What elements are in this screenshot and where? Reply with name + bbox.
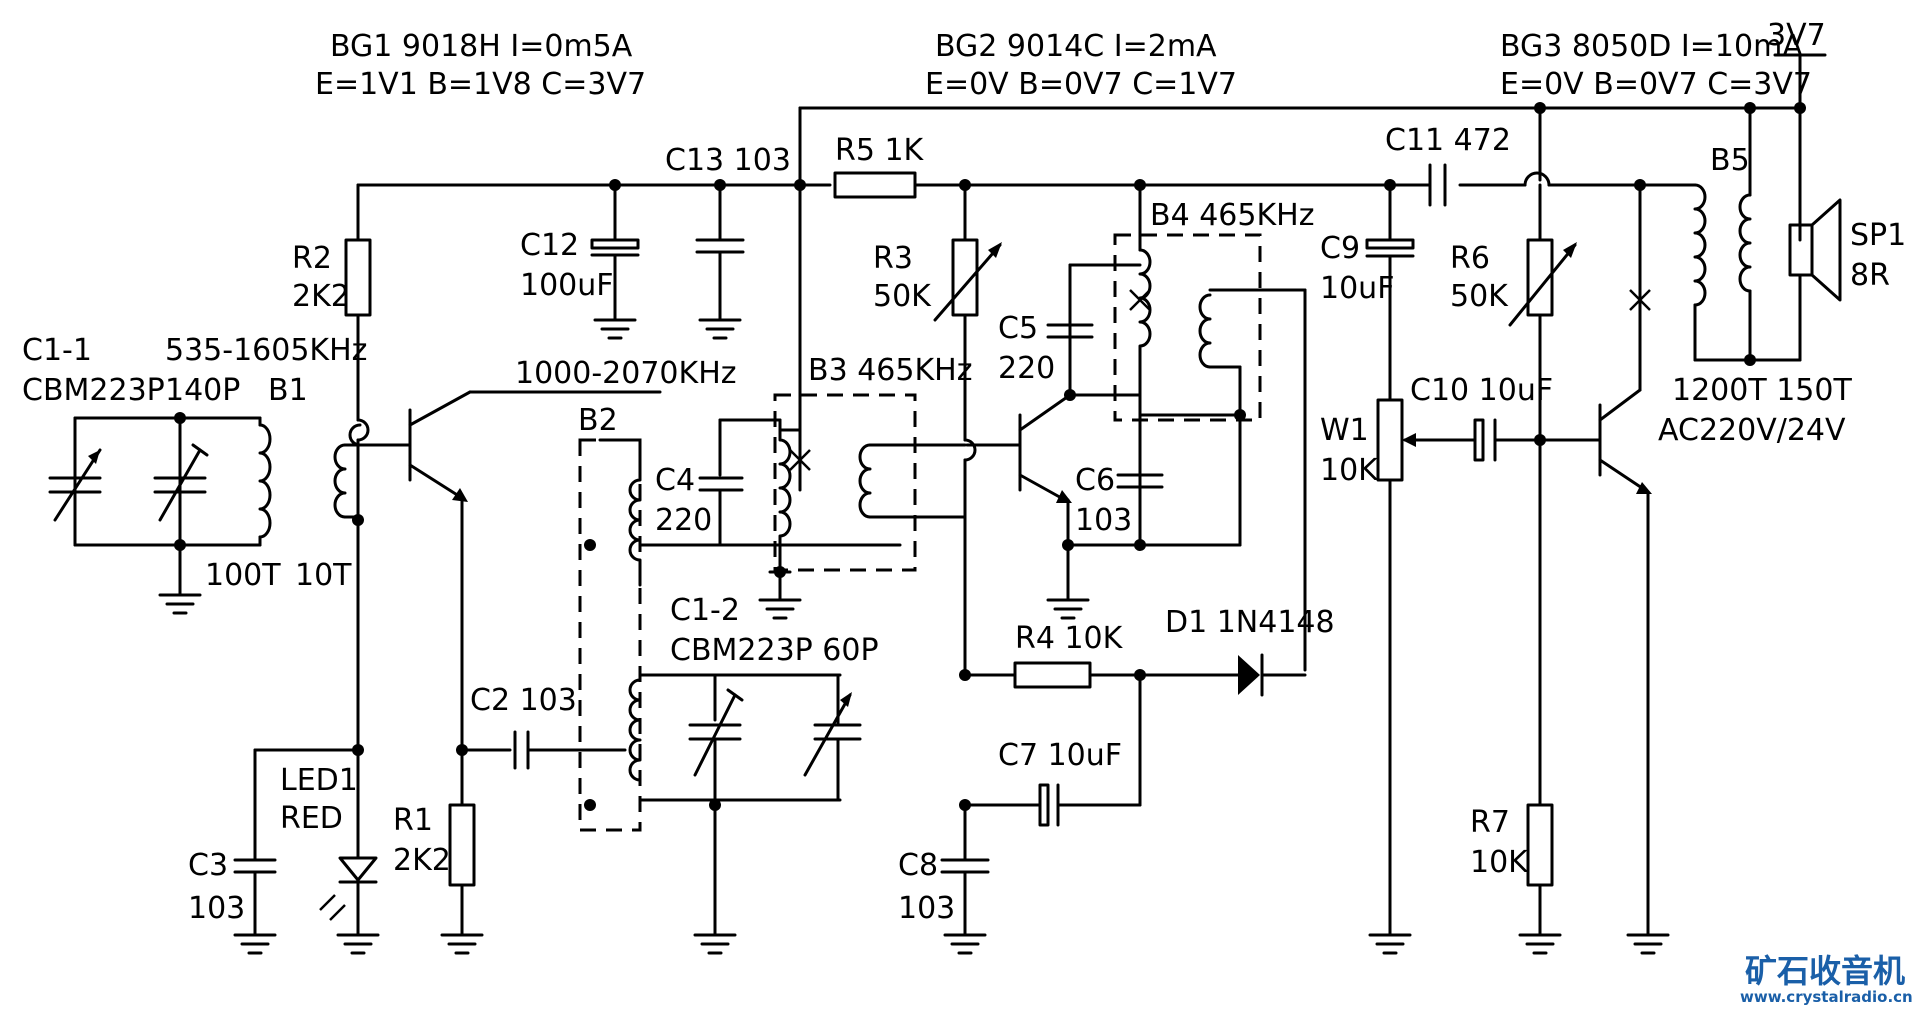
bg3-stage xyxy=(1508,102,1670,955)
c8-label: C8 xyxy=(898,848,938,883)
b1-secondary-turns: 10T xyxy=(295,558,352,593)
b3-if-transformer xyxy=(698,106,967,620)
r6-value: 50K xyxy=(1450,279,1509,314)
b3-label: B3 465KHz xyxy=(808,353,972,388)
audio-input xyxy=(1365,163,1602,955)
bg1-voltages: E=1V1 B=1V8 C=3V7 xyxy=(315,67,646,102)
r3-value: 50K xyxy=(873,279,932,314)
r4-label: R4 10K xyxy=(1015,621,1124,656)
c4-value: 220 xyxy=(655,503,712,538)
c5-label: C5 xyxy=(998,311,1038,346)
antenna-tank xyxy=(48,412,362,615)
b2-label: B2 xyxy=(578,403,618,438)
c9-value: 10uF xyxy=(1320,271,1394,306)
c10-label: C10 10uF xyxy=(1410,373,1553,408)
c1-1-type: CBM223P xyxy=(22,373,165,408)
b4-label: B4 465KHz xyxy=(1150,198,1314,233)
supply-label: 3V7 xyxy=(1767,18,1826,53)
r1-value: 2K2 xyxy=(393,843,451,878)
c5-value: 220 xyxy=(998,351,1055,386)
c6-label: C6 xyxy=(1075,463,1115,498)
supply-rail xyxy=(798,53,1827,242)
c9-label: C9 xyxy=(1320,231,1360,266)
r1-label: R1 xyxy=(393,803,433,838)
c12-value: 100uF xyxy=(520,268,614,303)
c3-label: C3 xyxy=(188,848,228,883)
b5-rating: AC220V/24V xyxy=(1658,413,1846,448)
c4-label: C4 xyxy=(655,463,695,498)
c6-value: 103 xyxy=(1075,503,1132,538)
b4-if-transformer xyxy=(1113,179,1307,672)
r2-label: R2 xyxy=(292,241,332,276)
c8-value: 103 xyxy=(898,891,955,926)
sp1-label: SP1 xyxy=(1850,218,1906,253)
led1-color: RED xyxy=(280,801,343,836)
b1-label: B1 xyxy=(268,373,308,408)
b5-turns: 1200T 150T xyxy=(1672,373,1852,408)
bg2-voltages: E=0V B=0V7 C=1V7 xyxy=(925,67,1237,102)
bg2-stage xyxy=(933,179,1242,811)
osc-band-label: 1000-2070KHz xyxy=(515,356,737,391)
c3-value: 103 xyxy=(188,891,245,926)
w1-value: 10K xyxy=(1320,453,1379,488)
r7-label: R7 xyxy=(1470,805,1510,840)
bg1-stage xyxy=(233,183,662,955)
c11-label: C11 472 xyxy=(1385,123,1511,158)
b1-primary-turns: 100T xyxy=(205,558,281,593)
c1-1-trim-value: 140P xyxy=(165,373,240,408)
detector-section xyxy=(940,653,1307,955)
output-transformer xyxy=(1638,102,1842,366)
c12-label: C12 xyxy=(520,228,579,263)
c2-label: C2 103 xyxy=(470,683,577,718)
b5-label: B5 xyxy=(1710,143,1750,178)
w1-label: W1 xyxy=(1320,413,1369,448)
r3-label: R3 xyxy=(873,241,913,276)
c7-label: C7 10uF xyxy=(998,738,1122,773)
osc-section xyxy=(578,438,902,955)
bg3-label: BG3 8050D I=10mA xyxy=(1500,29,1803,64)
r2-value: 2K2 xyxy=(292,279,350,314)
c13-label: C13 103 xyxy=(665,143,791,178)
d1-label: D1 1N4148 xyxy=(1165,605,1335,640)
r7-value: 10K xyxy=(1470,845,1529,880)
c1-2-label: C1-2 xyxy=(670,593,740,628)
watermark-url: www.crystalradio.cn xyxy=(1740,988,1913,1006)
bg3-voltages: E=0V B=0V7 C=3V7 xyxy=(1500,67,1812,102)
watermark-brand: 矿石收音机 xyxy=(1745,952,1905,990)
decoupling-caps xyxy=(590,179,745,340)
r5-label: R5 1K xyxy=(835,133,925,168)
r6-label: R6 xyxy=(1450,241,1490,276)
sp1-value: 8R xyxy=(1850,258,1890,293)
bg1-label: BG1 9018H I=0m5A xyxy=(330,29,633,64)
c1-2-type: CBM223P 60P xyxy=(670,633,879,668)
decoupled-rail xyxy=(356,171,1642,187)
am-band-label: 535-1605KHz xyxy=(165,333,367,368)
led1-label: LED1 xyxy=(280,763,358,798)
c1-1-label: C1-1 xyxy=(22,333,92,368)
bg2-label: BG2 9014C I=2mA xyxy=(935,29,1217,64)
